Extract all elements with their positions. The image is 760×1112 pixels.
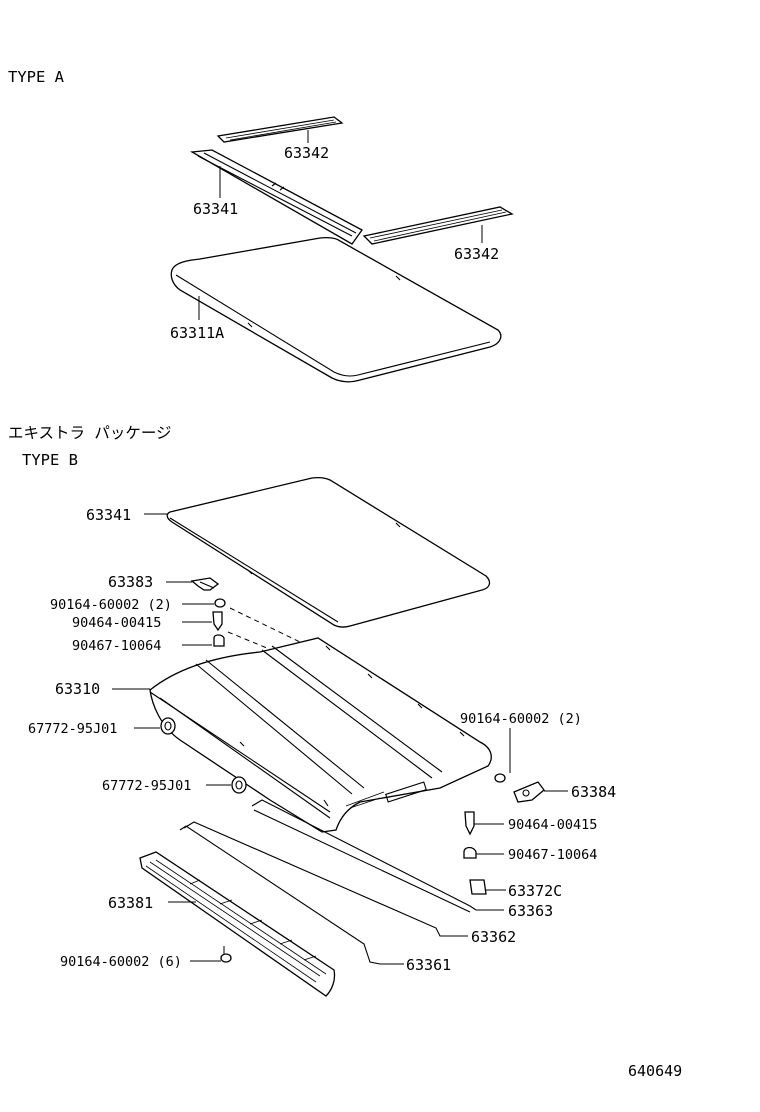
label-67772-a: 67772-95J01 xyxy=(28,721,117,737)
type-b-leaders xyxy=(112,513,568,965)
label-63381: 63381 xyxy=(108,894,153,912)
panel-63341-b xyxy=(166,476,491,628)
label-63363: 63363 xyxy=(508,902,553,920)
label-90164-c: 90164-60002 (6) xyxy=(60,954,182,970)
clip-90467-a xyxy=(213,634,225,647)
label-63361: 63361 xyxy=(406,956,451,974)
label-90164-b: 90164-60002 (2) xyxy=(460,711,582,727)
label-63384: 63384 xyxy=(571,783,616,801)
type-b-drawings xyxy=(139,476,545,997)
grommet-67772-b xyxy=(231,776,247,794)
type-a-drawings xyxy=(170,116,514,383)
type-a-heading: TYPE A xyxy=(8,68,65,86)
label-63341-a: 63341 xyxy=(193,200,238,218)
panel-63311A xyxy=(170,236,502,383)
label-90464-a: 90464-00415 xyxy=(72,615,161,631)
label-67772-b: 67772-95J01 xyxy=(102,778,191,794)
label-90467-a: 90467-10064 xyxy=(72,638,161,654)
label-90464-b: 90464-00415 xyxy=(508,817,597,833)
screw-90164-b xyxy=(494,773,506,783)
cap-63372C xyxy=(469,879,487,895)
type-a-leaders xyxy=(198,130,483,320)
label-63362: 63362 xyxy=(471,928,516,946)
strip-63342-top xyxy=(216,116,344,143)
rod-63361 xyxy=(179,825,381,965)
screw-90164-a xyxy=(214,598,226,608)
rail-63341 xyxy=(189,149,363,245)
label-63383: 63383 xyxy=(108,573,153,591)
strip-63342-right xyxy=(362,206,514,245)
screw-90164-c xyxy=(220,946,232,963)
clip-90464-b xyxy=(464,811,475,836)
figure-number: 640649 xyxy=(628,1062,682,1080)
label-63310: 63310 xyxy=(55,680,100,698)
label-63342-right: 63342 xyxy=(454,245,499,263)
rod-63362 xyxy=(183,821,448,937)
rail-63381 xyxy=(139,851,336,997)
label-90164-a: 90164-60002 (2) xyxy=(50,597,172,613)
label-63311A: 63311A xyxy=(170,324,224,342)
bracket-63383 xyxy=(190,577,220,591)
type-b-heading: TYPE B xyxy=(22,451,78,469)
label-63341-b: 63341 xyxy=(86,506,131,524)
grommet-67772-a xyxy=(160,717,176,735)
clip-90464-a xyxy=(212,611,223,632)
rod-63363 xyxy=(251,799,477,913)
extra-package-heading: エキストラ パッケージ xyxy=(8,424,172,442)
bracket-63384 xyxy=(513,781,545,803)
label-63342-top: 63342 xyxy=(284,144,329,162)
headlining-63310 xyxy=(149,637,492,833)
label-63372C: 63372C xyxy=(508,882,562,900)
label-90467-b: 90467-10064 xyxy=(508,847,597,863)
clip-90467-b xyxy=(463,846,477,859)
